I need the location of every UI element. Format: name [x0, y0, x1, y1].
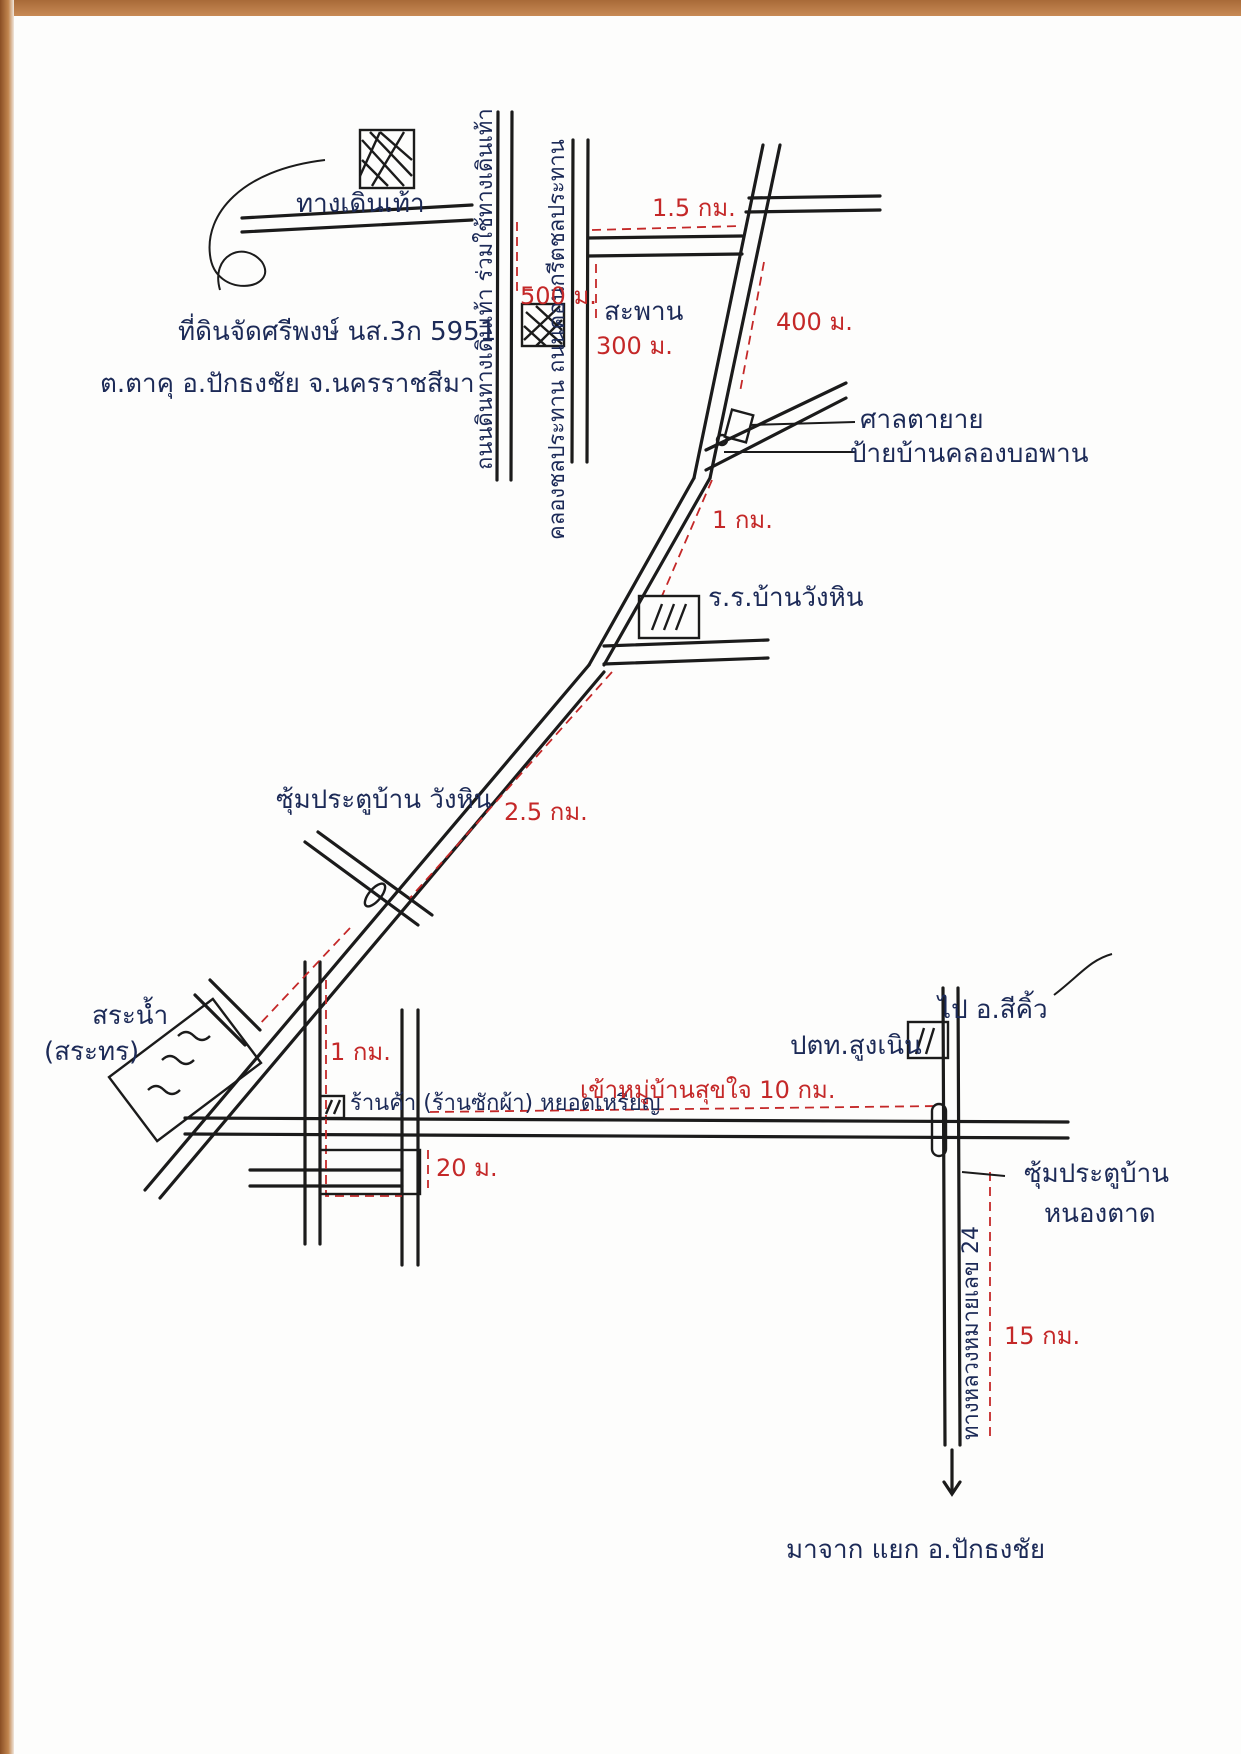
label-trail-top: ทางเดินเท้า [296, 189, 425, 219]
road-main-diagonal-c2 [158, 670, 606, 1200]
leader-sala [749, 421, 856, 426]
road-left-vertical-2 [509, 110, 514, 482]
dist-line-top [591, 225, 743, 231]
label-road-left-vertical: ถนนดินทางเดินเท้า ร่วมใช้ทางเดินเท้า [472, 108, 498, 470]
label-sign: ป้ายบ้านคลองบอพาน [850, 439, 1089, 469]
road-main-horizontal-1 [183, 1116, 1070, 1124]
label-school: ร.ร.บ้านวังหิน [708, 583, 864, 613]
dist-label-300: 300 ม. [596, 332, 673, 360]
road-main-diagonal-a2 [708, 143, 782, 480]
road-canal-vertical-1 [570, 138, 575, 464]
gate2-marker [930, 1102, 948, 1158]
school-box [637, 594, 701, 640]
dist-label-1km: 1 กม. [712, 506, 773, 534]
dist-line-1km [661, 479, 713, 597]
road-school-branch-2 [602, 656, 770, 666]
road-school-branch-1 [602, 638, 770, 648]
distance-labels: 1.5 กม. 500 ม. 300 ม. 400 ม. 1 กม. 2.5 ก… [330, 194, 1080, 1350]
landmarks [107, 128, 1113, 1196]
label-gate: ซุ้มประตูบ้าน วังหิน [276, 785, 492, 815]
wood-background-left [0, 0, 14, 1754]
label-from: มาจาก แยก อ.ปักธงชัย [786, 1535, 1045, 1565]
road-footpath-top-1 [240, 203, 474, 220]
cemetery-hatch [358, 131, 413, 187]
ptt-hatch [914, 1027, 936, 1055]
label-pond-1: สระน้ำ [92, 996, 168, 1031]
gate-marker [363, 882, 387, 908]
dist-line-pond [257, 927, 351, 1027]
road-highway-1 [941, 986, 947, 1447]
dist-label-500: 500 ม. [520, 282, 597, 310]
label-sikhio: ไป อ.สีคิ้ว [936, 990, 1048, 1025]
road-main-diagonal-a1 [692, 143, 765, 480]
wood-background-top [0, 0, 1241, 16]
dist-line-village [429, 1105, 941, 1113]
label-gate2-1: ซุ้มประตูบ้าน [1024, 1159, 1169, 1189]
label-sala: ศาลตายาย [860, 405, 984, 435]
road-pond-1 [193, 993, 247, 1047]
dist-line-400 [739, 261, 765, 393]
pond-waves [147, 1030, 211, 1096]
leader-gate2 [961, 1171, 1006, 1177]
sign-dot [715, 433, 729, 447]
bridge-box [520, 302, 566, 348]
roads [143, 110, 1070, 1497]
distance-markers [257, 222, 991, 1440]
dist-label-20: 20 ม. [436, 1154, 498, 1182]
label-cemetery-2: ต.ตาคุ อ.ปักธงชัย จ.นครราชสีมา [100, 369, 475, 399]
ptt-box [906, 1020, 950, 1060]
road-footpath-top-2 [240, 218, 474, 234]
road-main-diagonal-c1 [143, 663, 591, 1192]
bridge-hatch [523, 305, 563, 347]
school-hatch [650, 603, 688, 631]
road-main-horizontal-2 [183, 1132, 1070, 1140]
shop-area [318, 1148, 422, 1196]
road-top-horizontal-2 [586, 252, 744, 258]
road-right-horizontal-1 [747, 194, 882, 200]
label-gate2-2: หนองตาด [1044, 1199, 1156, 1229]
dist-label-1km-b: 1 กม. [330, 1038, 391, 1066]
dist-label-top: 1.5 กม. [652, 194, 736, 222]
label-cemetery-1: ที่ดินจัดศรีพงษ์ นส.3ก 5951 [178, 313, 496, 347]
labels: ทางเดินเท้า ที่ดินจัดศรีพงษ์ นส.3ก 5951 … [44, 108, 1169, 1565]
dist-line-1km-b [325, 980, 402, 1197]
shop-hatch [324, 1099, 342, 1115]
label-bridge: สะพาน [604, 297, 684, 327]
pond-box [107, 997, 263, 1143]
road-left-vertical-1 [495, 110, 500, 482]
dist-label-15: 15 กม. [1004, 1322, 1080, 1350]
label-enter-village: เข้าหมู่บ้านสุขใจ 10 กม. [580, 1076, 835, 1105]
leader-sikhio [1053, 953, 1113, 996]
road-main-diagonal-b2 [602, 476, 712, 667]
road-canal-vertical-2 [585, 138, 590, 464]
dist-label-25: 2.5 กม. [504, 798, 588, 826]
road-pond-2 [208, 978, 262, 1032]
label-road-irrigation: คลองชลประทาน ถนนคอนกรีตชลประทาน [545, 139, 570, 540]
sala-box [723, 408, 755, 444]
dist-label-400: 400 ม. [776, 308, 853, 336]
road-highway-2 [956, 986, 962, 1447]
arrow-down-head [942, 1480, 962, 1497]
road-gate-cross-2 [316, 830, 434, 917]
shop-box [318, 1094, 346, 1120]
label-shop: ร้านค้า (ร้านซักผ้า) หยอดเหรียญ [350, 1091, 661, 1116]
dist-line-500 [516, 222, 540, 291]
label-highway: ทางหลวงหมายเลข 24 [959, 1226, 984, 1440]
leader-cemetery [208, 159, 326, 291]
cemetery-plot [358, 128, 416, 190]
road-gate-cross-1 [303, 840, 420, 927]
road-top-horizontal-1 [586, 234, 744, 240]
label-pond-2: (สระทร) [44, 1037, 139, 1067]
dist-line-25 [409, 671, 613, 899]
label-ptt: ปตท.สูงเนิน [790, 1031, 922, 1061]
road-main-diagonal-b1 [587, 476, 696, 667]
road-right-horizontal-2 [744, 208, 882, 214]
road-sala-branch-2 [704, 396, 848, 472]
